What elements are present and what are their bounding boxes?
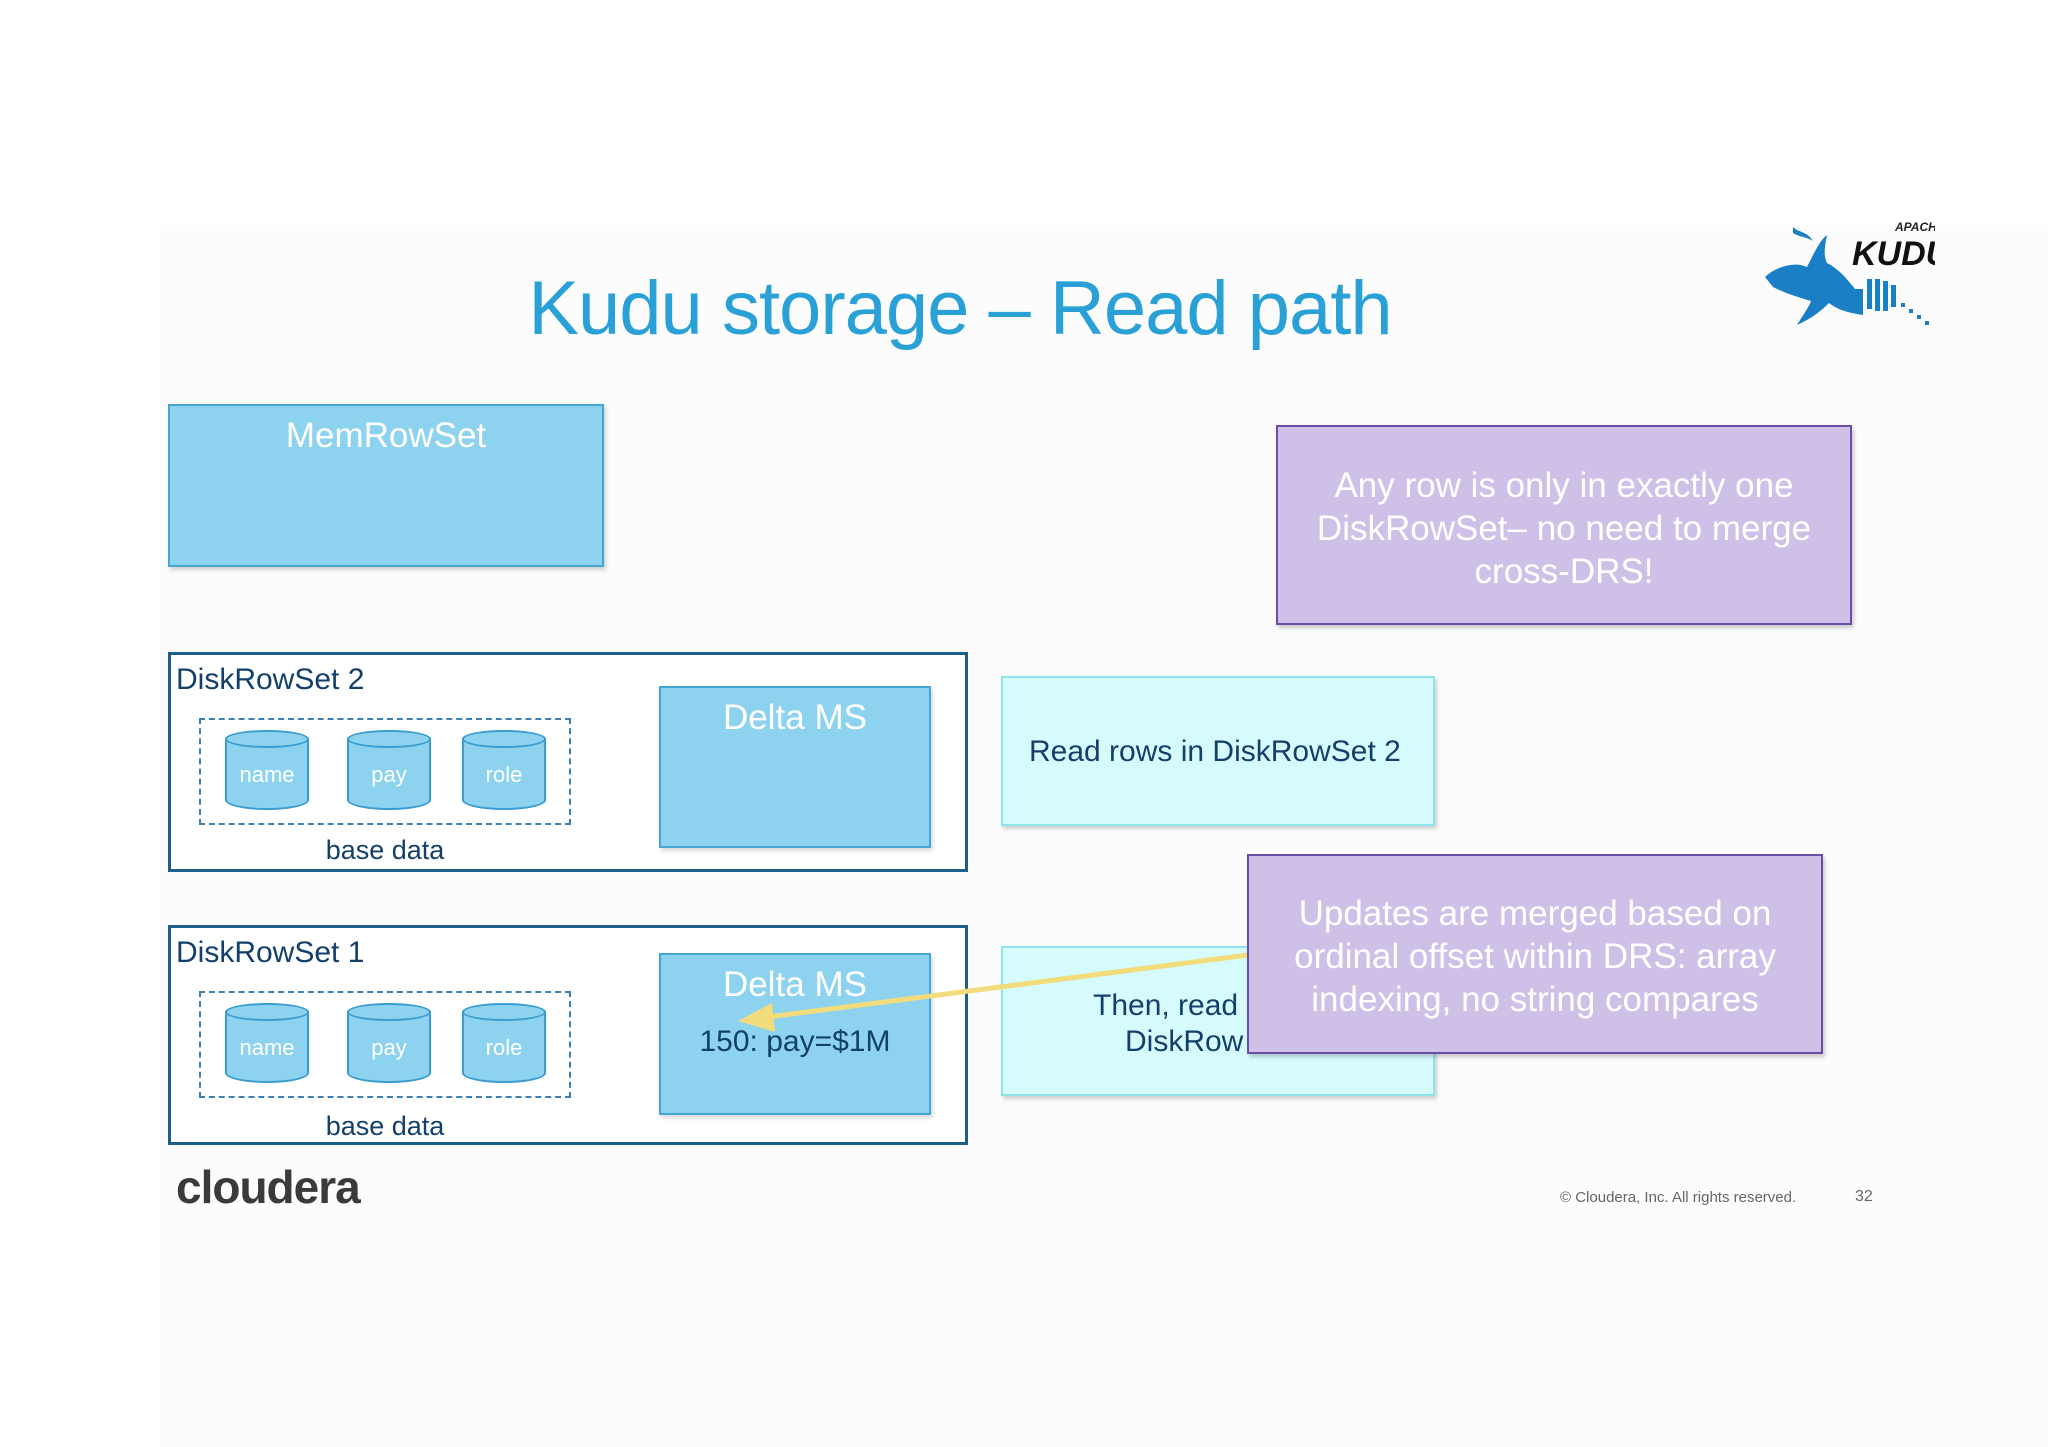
diskrowset-1-label: DiskRowSet 1 [176, 936, 365, 969]
diskrowset-1: DiskRowSet 1 name pay role base data Del… [168, 925, 968, 1145]
column-label: role [485, 762, 523, 787]
cloudera-logo: cloudera [176, 1161, 361, 1213]
slide-title: Kudu storage – Read path [528, 266, 1392, 351]
read-step-2-line1: Then, read [1093, 989, 1239, 1022]
column-label: pay [371, 762, 407, 787]
merge-arrow-line [759, 952, 1249, 1021]
diskrowset-2-label: DiskRowSet 2 [176, 663, 365, 696]
base-data-label: base data [325, 1111, 445, 1141]
delta-ms-label: Delta MS [723, 965, 867, 1004]
column-label: name [239, 1035, 295, 1060]
memrowset-box: MemRowSet [168, 404, 604, 567]
kudu-antelope-icon [1765, 227, 1929, 325]
delta-memstore: Delta MS 150: pay=$1M [659, 953, 931, 1115]
column-cylinder-name: name [225, 1003, 309, 1091]
merge-arrow-head [738, 1003, 775, 1032]
copyright-text: © Cloudera, Inc. All rights reserved. [1560, 1189, 1797, 1206]
callout-ordinal-merge: Updates are merged based on ordinal offs… [1247, 854, 1823, 1054]
column-cylinder-name: name [225, 730, 309, 818]
base-data-box: name pay role [199, 718, 571, 825]
base-data-label: base data [325, 835, 445, 865]
logo-apache-text: APACHE [1894, 220, 1935, 234]
read-step-2-line2: DiskRow [1125, 1025, 1244, 1058]
delta-memstore: Delta MS [659, 686, 931, 848]
read-step-1: Read rows in DiskRowSet 2 [1001, 676, 1435, 826]
column-label: name [239, 762, 295, 787]
column-label: role [485, 1035, 523, 1060]
column-cylinder-role: role [462, 730, 546, 818]
callout-one-drs-text: Any row is only in exactly one DiskRowSe… [1316, 466, 1812, 591]
delta-entry: 150: pay=$1M [699, 1025, 891, 1058]
callout-one-drs: Any row is only in exactly one DiskRowSe… [1276, 425, 1852, 625]
memrowset-label: MemRowSet [285, 416, 487, 455]
column-cylinder-pay: pay [347, 1003, 431, 1091]
column-cylinder-role: role [462, 1003, 546, 1091]
column-cylinder-pay: pay [347, 730, 431, 818]
read-step-1-text: Read rows in DiskRowSet 2 [1029, 735, 1401, 768]
delta-ms-label: Delta MS [723, 698, 867, 737]
column-label: pay [371, 1035, 407, 1060]
page-number: 32 [1855, 1188, 1873, 1205]
diskrowset-2: DiskRowSet 2 name pay role base data Del… [168, 652, 968, 872]
callout-ordinal-merge-text: Updates are merged based on ordinal offs… [1294, 894, 1776, 1019]
base-data-box: name pay role [199, 991, 571, 1098]
